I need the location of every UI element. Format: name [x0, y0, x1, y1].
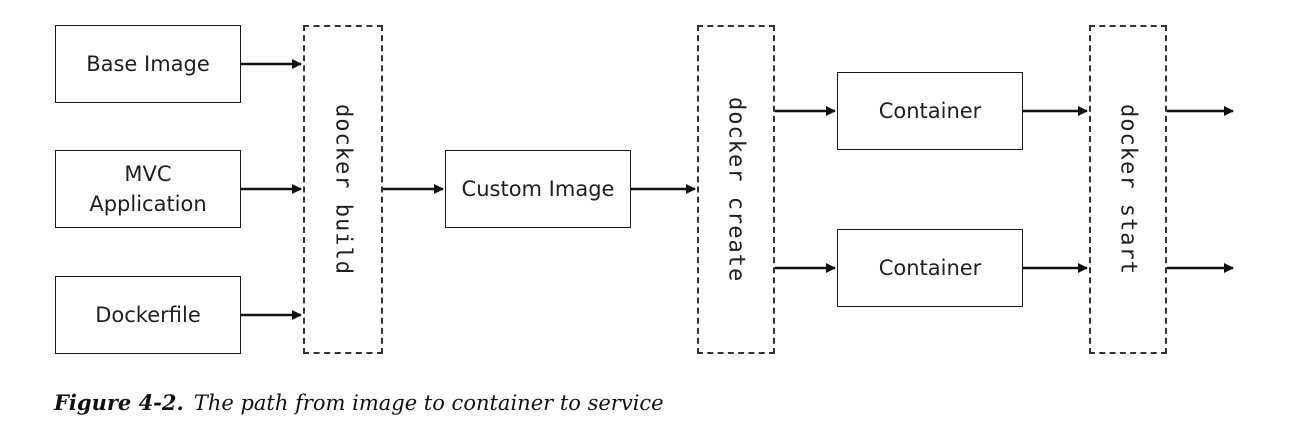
custom-image-box: Custom Image — [445, 150, 631, 228]
figure-caption: Figure 4-2. The path from image to contai… — [54, 390, 664, 415]
docker-build-stage: docker build — [303, 25, 383, 354]
mvc-application-box: MVC Application — [55, 150, 241, 228]
base-image-label: Base Image — [86, 51, 210, 76]
figure-number: Figure 4-2. — [54, 390, 184, 415]
docker-create-label: docker create — [723, 96, 749, 283]
docker-create-stage: docker create — [697, 25, 775, 354]
container-box-2: Container — [837, 229, 1023, 307]
container-label-2: Container — [878, 255, 982, 280]
container-box-1: Container — [837, 72, 1023, 150]
dockerfile-box: Dockerfile — [55, 276, 241, 354]
docker-start-label: docker start — [1115, 104, 1141, 275]
docker-start-stage: docker start — [1089, 25, 1167, 354]
base-image-box: Base Image — [55, 25, 241, 103]
mvc-label-line2: Application — [89, 192, 207, 216]
container-label-1: Container — [878, 98, 982, 123]
docker-build-label: docker build — [330, 104, 356, 275]
figure-caption-text: The path from image to container to serv… — [193, 391, 664, 415]
custom-image-label: Custom Image — [461, 176, 615, 201]
dockerfile-label: Dockerfile — [95, 302, 201, 327]
mvc-label-line1: MVC — [124, 161, 172, 186]
